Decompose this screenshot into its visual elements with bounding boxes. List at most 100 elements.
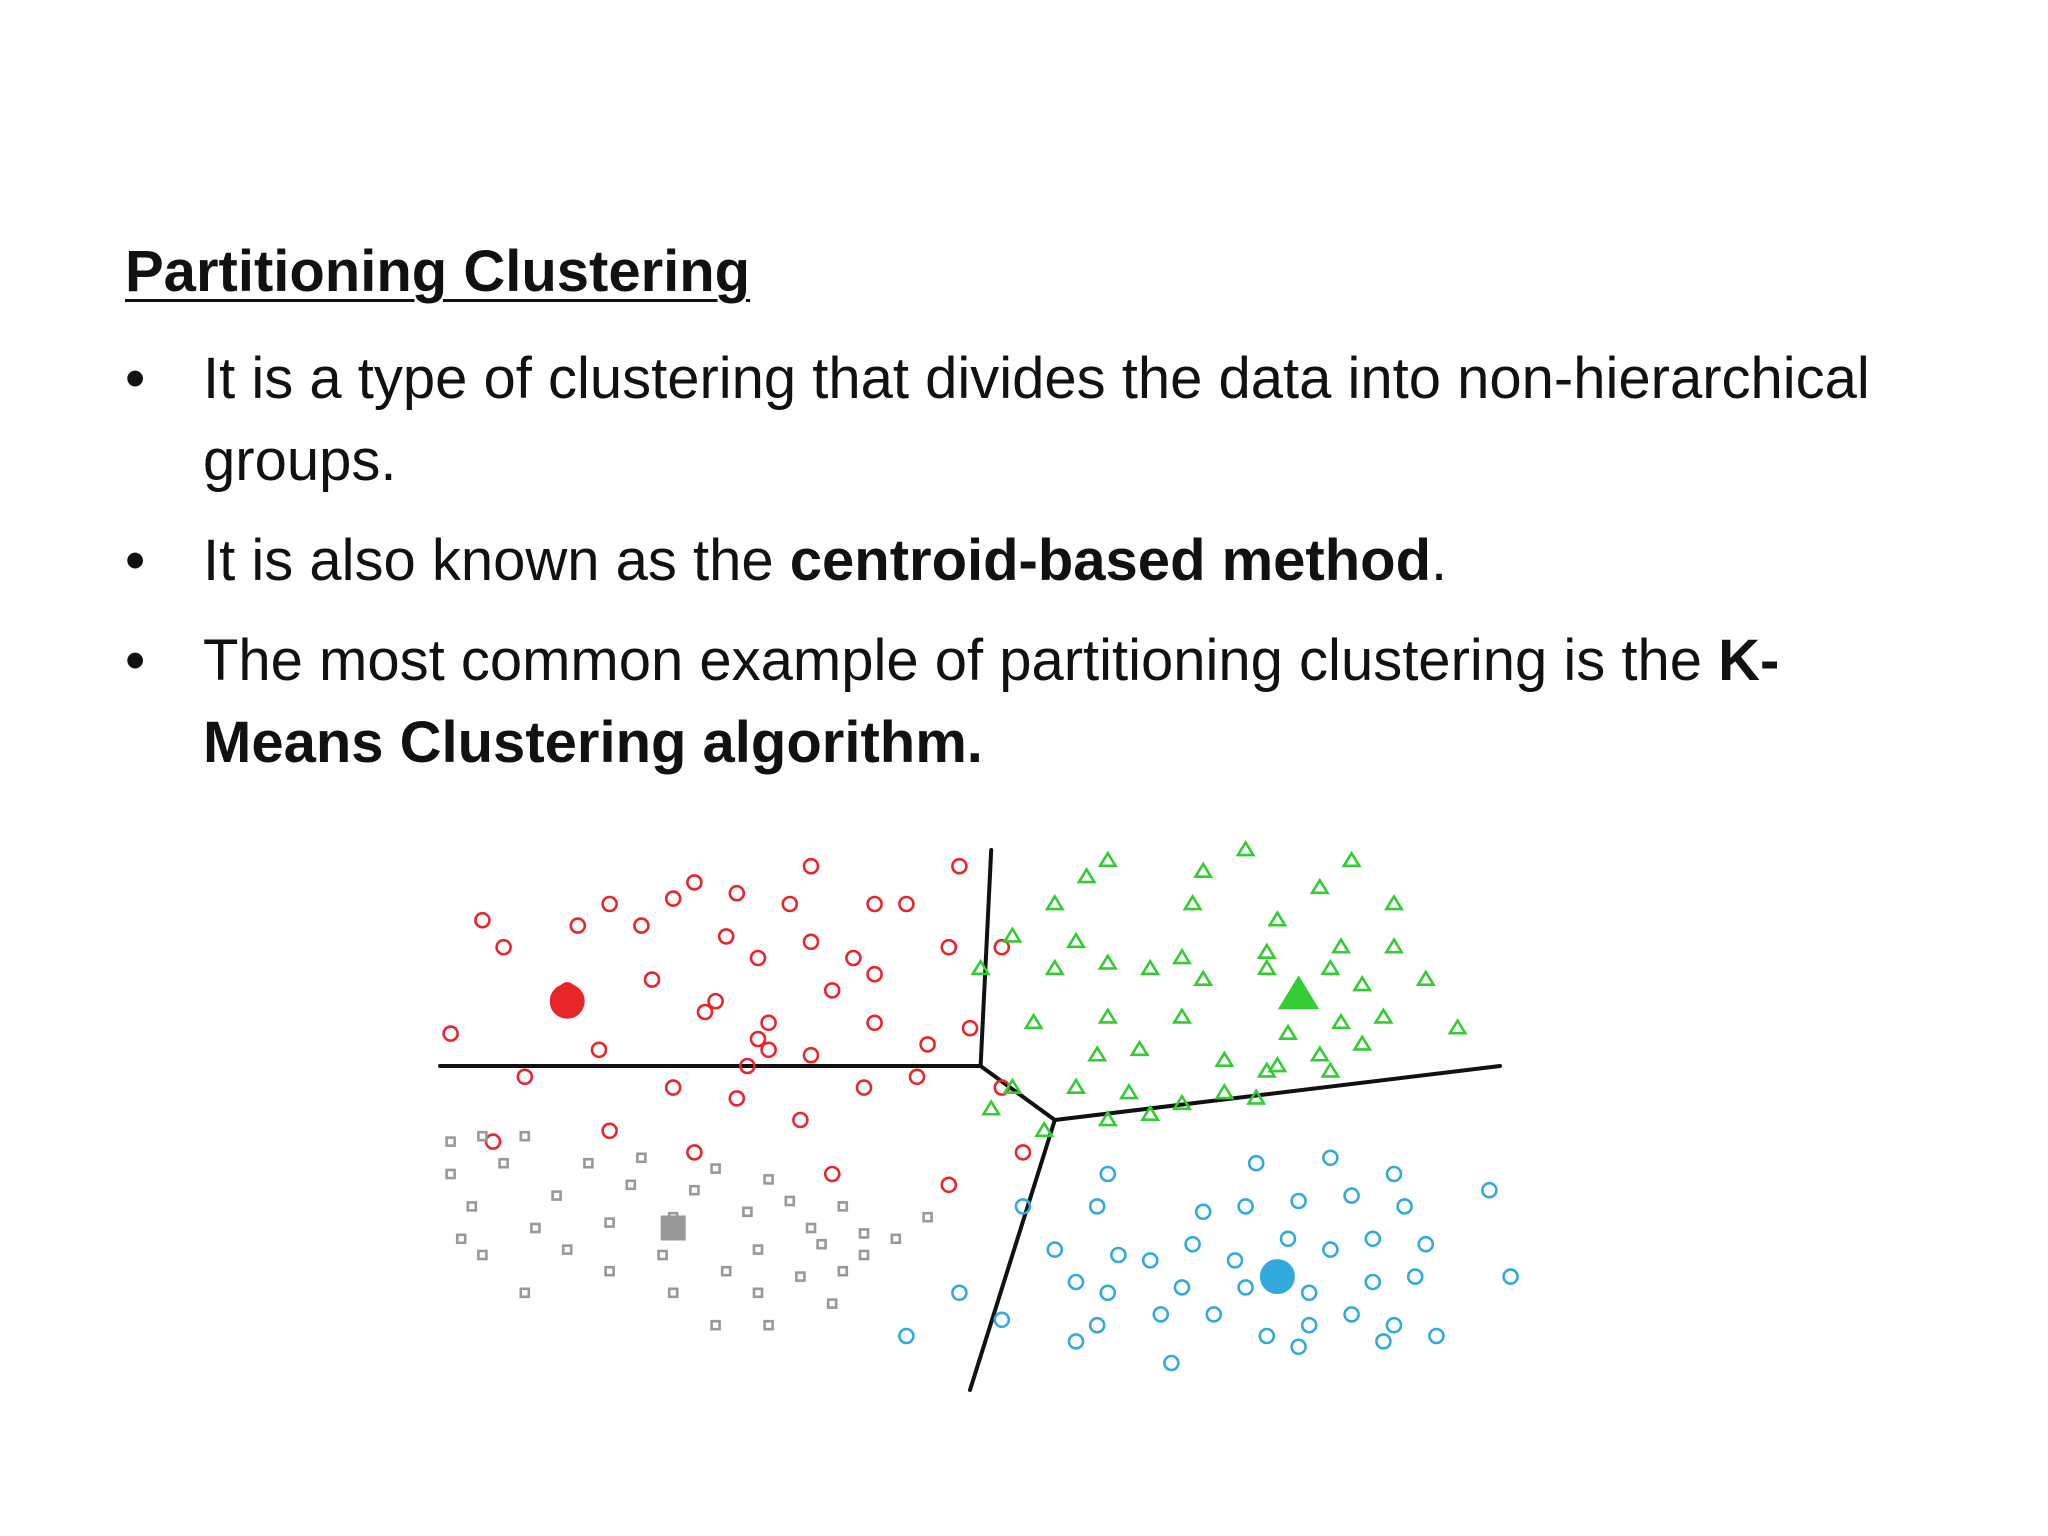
data-point (1110, 1246, 1127, 1264)
data-point (474, 911, 491, 929)
cluster-centroid (549, 983, 585, 1019)
data-point (961, 1019, 979, 1037)
data-point (583, 1157, 594, 1169)
data-point (455, 1233, 467, 1245)
data-point (498, 1157, 509, 1169)
data-point (1184, 1235, 1201, 1253)
cluster-boundary-line (978, 848, 994, 1068)
bullet-text-pre: The most common example of partitioning … (203, 628, 1719, 693)
bullet-marker: • (125, 528, 146, 593)
data-point (781, 895, 799, 913)
data-point (1267, 1055, 1288, 1073)
data-point (1140, 1104, 1161, 1121)
bullet-list: • It is a type of clustering that divide… (125, 338, 1945, 802)
cluster-scatter-chart (438, 839, 1519, 1392)
data-point (763, 1319, 774, 1331)
bullet-text-pre: It is also known as the (203, 528, 790, 593)
data-point (1193, 969, 1214, 986)
data-point (1415, 969, 1436, 986)
data-point (922, 1211, 933, 1223)
data-point (1322, 1149, 1339, 1167)
data-point (826, 1298, 838, 1309)
data-point (1246, 1088, 1267, 1105)
data-point (784, 1195, 796, 1207)
data-point (1309, 877, 1330, 895)
data-point (1173, 1279, 1191, 1296)
data-point (477, 1130, 488, 1142)
data-point (445, 1168, 456, 1180)
data-point (1118, 1082, 1140, 1100)
data-point (1396, 1198, 1413, 1215)
data-point (1171, 1093, 1193, 1111)
data-point (1065, 1077, 1087, 1094)
data-point (1214, 1082, 1235, 1100)
data-point (802, 933, 820, 951)
data-point (1447, 1018, 1468, 1035)
data-point (1364, 1230, 1382, 1248)
data-point (728, 1090, 746, 1107)
data-point (792, 1111, 809, 1129)
data-point (1330, 937, 1352, 954)
data-point (1088, 1316, 1106, 1334)
data-point (951, 1284, 968, 1302)
data-point (1343, 1187, 1360, 1204)
data-point (1097, 1109, 1118, 1127)
data-point (1205, 1306, 1223, 1323)
data-point (845, 949, 862, 967)
data-point (1375, 1333, 1392, 1350)
data-point (643, 971, 661, 988)
data-point (1097, 953, 1118, 970)
data-point (970, 958, 991, 976)
data-point (728, 884, 746, 902)
data-point (696, 1003, 714, 1021)
data-point (1341, 850, 1362, 868)
data-point (898, 1327, 915, 1345)
bullet-text: It is a type of clustering that divides … (203, 346, 1870, 493)
data-point (720, 1265, 732, 1277)
cluster-boundary-line (968, 1118, 1057, 1392)
data-point (1309, 1045, 1330, 1062)
data-point (1290, 1338, 1307, 1356)
data-point (837, 1265, 849, 1277)
data-point (1352, 1034, 1373, 1051)
data-point (1320, 958, 1341, 976)
bullet-item: • The most common example of partitionin… (125, 620, 1945, 784)
data-point (752, 1244, 764, 1255)
data-point (1141, 1252, 1159, 1269)
data-point (466, 1201, 478, 1212)
data-point (519, 1130, 531, 1142)
bullet-marker: • (125, 346, 146, 411)
data-point (516, 1068, 534, 1086)
data-point (1256, 942, 1277, 959)
bullet-text-bold: K-Means Clustering algorithm. (203, 628, 1780, 775)
data-point (1237, 1279, 1254, 1296)
data-point (1088, 1198, 1106, 1215)
cluster-centroid (1277, 975, 1320, 1010)
data-point (1182, 893, 1203, 911)
data-point (802, 857, 820, 875)
data-point (445, 1136, 456, 1147)
data-point (1014, 1144, 1032, 1161)
data-point (866, 1014, 883, 1032)
data-point (1385, 1316, 1403, 1334)
data-point (1044, 958, 1065, 976)
data-point (1277, 1023, 1299, 1040)
data-point (795, 1271, 806, 1282)
data-point (1067, 1273, 1085, 1291)
data-point (866, 965, 883, 983)
data-point (633, 917, 650, 934)
data-point (1171, 947, 1193, 965)
data-point (1352, 974, 1373, 992)
data-point (1046, 1241, 1064, 1258)
data-point (1065, 931, 1087, 949)
data-point (495, 938, 512, 956)
data-point (823, 982, 841, 999)
data-point (1140, 958, 1161, 976)
data-point (951, 857, 968, 875)
data-point (866, 895, 883, 913)
data-point (1406, 1268, 1424, 1285)
data-point (1256, 958, 1277, 976)
data-point (686, 1144, 703, 1161)
data-point (1193, 861, 1214, 878)
